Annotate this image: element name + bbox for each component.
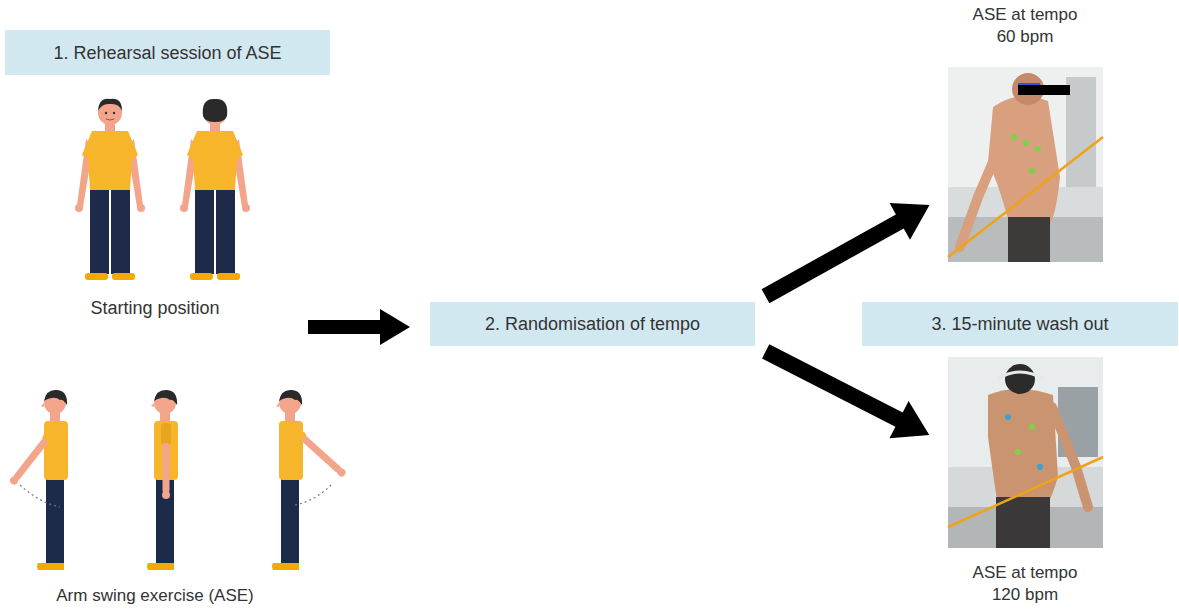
stage-band: 3. 15-minute wash out xyxy=(862,302,1178,346)
figure-label: Starting position xyxy=(40,297,270,319)
stage-title: 3. 15-minute wash out xyxy=(931,313,1108,335)
stage-title: 1. Rehearsal session of ASE xyxy=(53,42,281,64)
stage-band: 1. Rehearsal session of ASE xyxy=(5,30,330,75)
block-arrow xyxy=(762,203,930,303)
stage-band: 2. Randomisation of tempo xyxy=(430,302,755,346)
photo-panel: ASE at tempo 120 bpm xyxy=(940,357,1110,610)
figure-label: Arm swing exercise (ASE) xyxy=(0,585,310,607)
block-arrow xyxy=(762,344,929,438)
photo-caption: ASE at tempo 120 bpm xyxy=(940,562,1110,606)
photo-panel: ASE at tempo 60 bpm xyxy=(940,0,1110,262)
stage-title: 2. Randomisation of tempo xyxy=(485,313,700,335)
photo-caption: ASE at tempo 60 bpm xyxy=(940,4,1110,48)
